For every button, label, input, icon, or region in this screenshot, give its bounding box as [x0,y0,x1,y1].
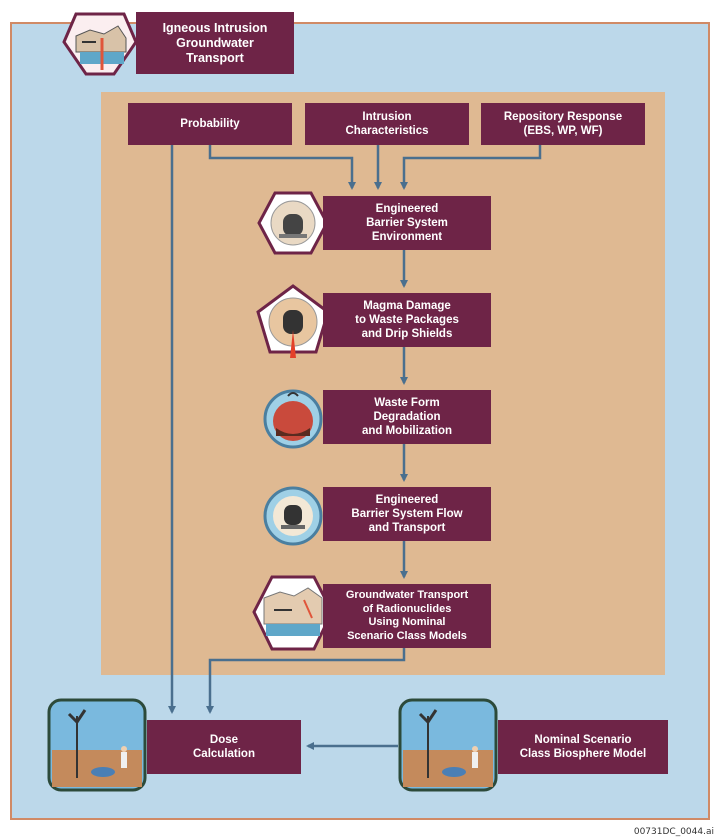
step-ebs-environment: Engineered Barrier System Environment [323,196,491,250]
step-ebs-flow-transport: Engineered Barrier System Flow and Trans… [323,487,491,541]
biosphere-landscape-icon [398,698,498,792]
dose-calculation-box: Dose Calculation [147,720,301,774]
intrusion-characteristics-box: Intrusion Characteristics [305,103,469,145]
igneous-intrusion-icon [60,8,140,78]
probability-box: Probability [128,103,292,145]
step-magma-damage: Magma Damage to Waste Packages and Drip … [323,293,491,347]
groundwater-transport-icon [252,574,334,652]
process-panel [101,92,665,675]
figure-id-footnote: 00731DC_0044.ai [633,827,714,837]
waste-form-degradation-icon [262,388,324,450]
ebs-environment-icon [257,190,329,256]
magma-damage-icon [256,284,330,360]
dose-landscape-icon [47,698,147,792]
nominal-biosphere-box: Nominal Scenario Class Biosphere Model [498,720,668,774]
ebs-flow-transport-icon [262,485,324,547]
step-waste-form-degradation: Waste Form Degradation and Mobilization [323,390,491,444]
diagram-title: Igneous Intrusion Groundwater Transport [136,12,294,74]
step-groundwater-transport: Groundwater Transport of Radionuclides U… [323,584,491,648]
repository-response-box: Repository Response (EBS, WP, WF) [481,103,645,145]
